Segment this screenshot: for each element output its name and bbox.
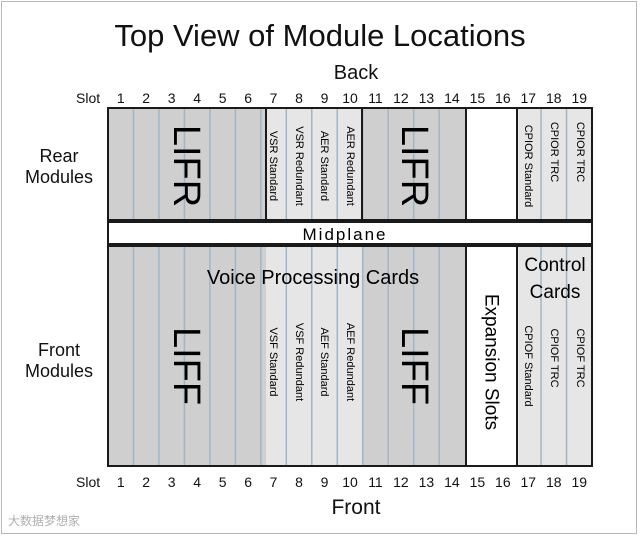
slot-number-top: 5 bbox=[218, 90, 227, 106]
slot-number-top: 6 bbox=[244, 90, 252, 106]
slot-number-bottom: 8 bbox=[295, 474, 303, 490]
slot-number-bottom: 19 bbox=[571, 474, 588, 490]
front-liff-left-label: LIFF bbox=[165, 327, 207, 405]
slot-number-bottom: 5 bbox=[218, 474, 227, 490]
front-modules-label: Front Modules bbox=[14, 340, 104, 382]
slot-number-top: 13 bbox=[418, 90, 435, 106]
aef-standard-label: AEF Standard bbox=[318, 327, 330, 396]
slot-number-top: 4 bbox=[193, 90, 202, 106]
slot-number-bottom: 3 bbox=[167, 474, 176, 490]
slot-number-bottom: 10 bbox=[342, 474, 358, 490]
slot-number-bottom: 14 bbox=[444, 474, 460, 490]
slot-divider-lines bbox=[132, 108, 568, 466]
slot-number-bottom: 1 bbox=[116, 474, 125, 490]
expansion-slots-label: Expansion Slots bbox=[481, 294, 502, 430]
slot-number-top: 11 bbox=[368, 90, 383, 106]
slot-number-bottom: 6 bbox=[244, 474, 252, 490]
rear-vs-ae-block bbox=[266, 108, 362, 220]
slot-number-top: 10 bbox=[342, 90, 358, 106]
slot-number-bottom: 17 bbox=[520, 474, 537, 490]
slot-number-top: 19 bbox=[571, 90, 588, 106]
figure-title: Top View of Module Locations bbox=[114, 18, 526, 53]
aer-standard-label: AER Standard bbox=[318, 131, 330, 201]
rear-label-line2: Modules bbox=[24, 167, 94, 187]
slot-number-bottom: 12 bbox=[393, 474, 409, 490]
front-label-line2: Modules bbox=[24, 361, 94, 381]
aef-redundant-label: AEF Redundant bbox=[344, 323, 356, 401]
cpiof-trc-18-label: CPIOF TRC bbox=[548, 328, 560, 387]
rear-cpior-block bbox=[517, 108, 592, 220]
vsf-redundant-label: VSF Redundant bbox=[293, 323, 305, 401]
rear-outline bbox=[107, 107, 593, 221]
front-expansion-block bbox=[466, 246, 517, 466]
slot-label-bottom: Slot bbox=[76, 474, 101, 490]
midplane-bar bbox=[107, 221, 593, 245]
slot-label-top: Slot bbox=[76, 90, 101, 106]
front-label-line1: Front bbox=[37, 340, 80, 360]
rear-label-line1: Rear bbox=[39, 146, 79, 166]
rear-lifr-left-label: LIFR bbox=[165, 125, 207, 207]
slot-number-top: 9 bbox=[320, 90, 329, 106]
slot-number-top: 3 bbox=[167, 90, 176, 106]
rear-lifr-right-label: LIFR bbox=[393, 125, 435, 207]
front-cpiof-block bbox=[517, 246, 592, 466]
front-liff-right-label: LIFF bbox=[393, 327, 435, 405]
vsr-redundant-label: VSR Redundant bbox=[293, 126, 305, 206]
voice-processing-cards-label: Voice Processing Cards bbox=[207, 267, 419, 289]
slot-number-top: 17 bbox=[520, 90, 537, 106]
aer-redundant-label: AER Redundant bbox=[344, 126, 356, 206]
slot-number-top: 8 bbox=[295, 90, 303, 106]
front-outline bbox=[107, 245, 593, 467]
cpior-trc-18-label: CPIOR TRC bbox=[548, 122, 560, 182]
cpior-trc-19-label: CPIOR TRC bbox=[574, 122, 586, 182]
slot-number-top: 12 bbox=[393, 90, 409, 106]
slot-number-bottom: 9 bbox=[320, 474, 329, 490]
watermark: 大数据梦想家 bbox=[8, 514, 81, 528]
front-label: Front bbox=[331, 496, 381, 519]
slot-number-top: 18 bbox=[545, 90, 562, 106]
slot-number-bottom: 4 bbox=[193, 474, 202, 490]
midplane-label: Midplane bbox=[303, 225, 388, 244]
slot-number-top: 7 bbox=[269, 90, 278, 106]
slot-number-top: 2 bbox=[142, 90, 151, 106]
slot-number-bottom: 15 bbox=[469, 474, 486, 490]
control-cards-line1: Control bbox=[524, 255, 585, 276]
vsf-standard-label: VSF Standard bbox=[267, 327, 279, 396]
rear-expansion-block bbox=[466, 108, 517, 220]
slot-number-bottom: 7 bbox=[269, 474, 278, 490]
cpiof-trc-19-label: CPIOF TRC bbox=[574, 328, 586, 387]
slot-number-bottom: 18 bbox=[545, 474, 562, 490]
rear-lifr-left-block bbox=[108, 108, 266, 220]
back-label: Back bbox=[333, 62, 379, 84]
slot-number-bottom: 13 bbox=[418, 474, 435, 490]
front-vs-ae-block bbox=[266, 246, 362, 466]
rear-modules-label: Rear Modules bbox=[14, 146, 104, 188]
vsr-standard-label: VSR Standard bbox=[267, 131, 279, 201]
slot-number-bottom: 11 bbox=[368, 474, 383, 490]
slot-number-top: 16 bbox=[495, 90, 511, 106]
slot-number-bottom: 16 bbox=[495, 474, 511, 490]
slot-number-top: 15 bbox=[469, 90, 486, 106]
cpiof-standard-label: CPIOF Standard bbox=[522, 325, 534, 406]
control-cards-line2: Cards bbox=[530, 282, 581, 303]
slot-number-top: 1 bbox=[116, 90, 125, 106]
slot-number-top: 14 bbox=[444, 90, 460, 106]
front-liff-left-block bbox=[108, 246, 266, 466]
cpior-standard-label: CPIOR Standard bbox=[522, 125, 534, 208]
slot-number-bottom: 2 bbox=[142, 474, 151, 490]
